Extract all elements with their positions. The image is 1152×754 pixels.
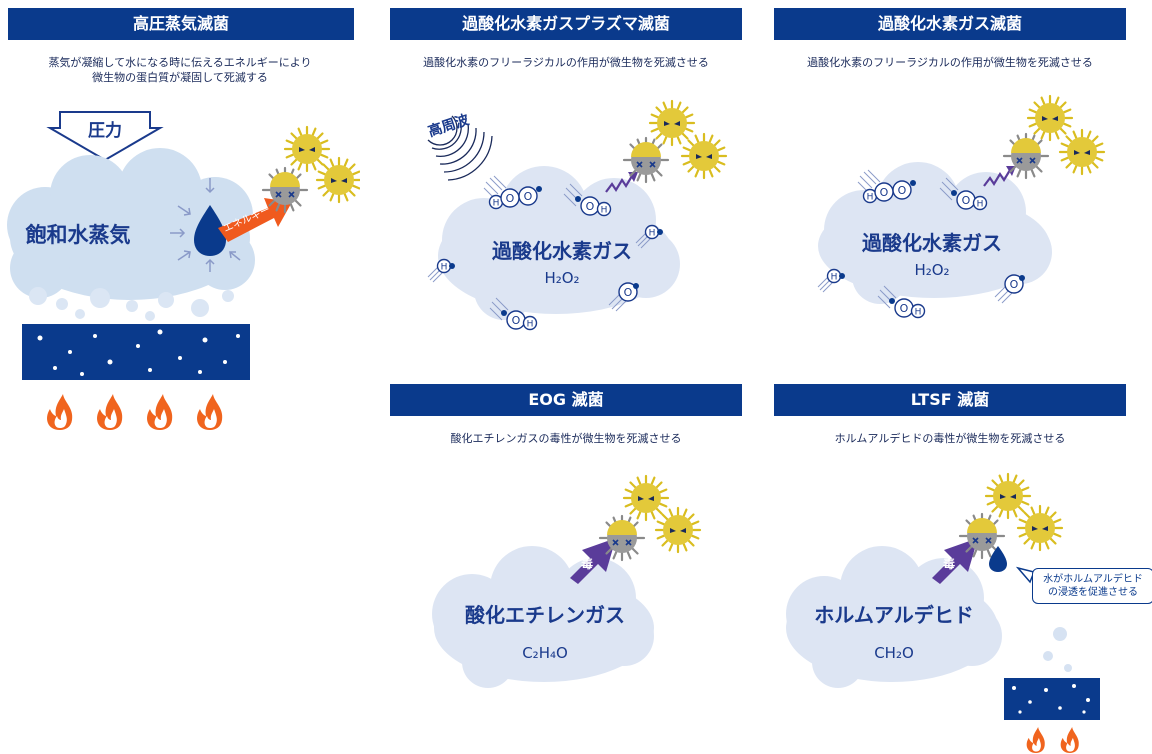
panel-eog-sterilization: EOG 滅菌 酸化エチレンガスの毒性が微生物を死滅させる 酸化エチレンガス C₂… xyxy=(384,380,768,754)
panel-title: 過酸化水素ガスプラズマ滅菌 xyxy=(390,8,742,40)
formula: H₂O₂ xyxy=(544,269,579,287)
arrow-label: 毒 xyxy=(943,556,955,571)
panel-title: 過酸化水素ガス滅菌 xyxy=(774,8,1126,40)
water-drop-icon xyxy=(989,546,1007,572)
panel-title: 高圧蒸気滅菌 xyxy=(8,8,354,40)
h2o2-diagram: 過酸化水素ガス H₂O₂ xyxy=(817,94,1106,319)
water-drop-icon xyxy=(194,205,226,256)
condensation-arrows xyxy=(170,178,241,272)
pressure-label: 圧力 xyxy=(88,120,122,141)
panel-title: EOG 滅菌 xyxy=(390,384,742,416)
formula: C₂H₄O xyxy=(522,644,568,662)
radical-attack-line xyxy=(983,169,1011,187)
ltsf-diagram: ホルムアルデヒド CH₂O 毒 xyxy=(786,472,1100,753)
panel-description: ホルムアルデヒドの毒性が微生物を死滅させる xyxy=(834,432,1066,445)
cloud-label: 過酸化水素ガス xyxy=(862,231,1002,255)
gas-cloud xyxy=(438,166,680,320)
formula: CH₂O xyxy=(874,644,914,662)
steam-diagram: 圧力 飽和水蒸気 エネルギー xyxy=(7,111,360,430)
arrow-label: 毒 xyxy=(581,556,593,571)
wave-label: 高周波 xyxy=(426,111,472,140)
cloud-label: 酸化エチレンガス xyxy=(465,603,625,627)
cloud-label: ホルムアルデヒド xyxy=(814,603,973,627)
panel-description: 蒸気が凝縮して水になる時に伝えるエネルギーにより 微生物の蛋白質が凝固して死滅す… xyxy=(0,55,360,85)
eog-diagram: 酸化エチレンガス C₂H₄O 毒 xyxy=(432,474,702,688)
radio-wave-icon xyxy=(427,115,493,181)
water-bubbles xyxy=(37,329,240,376)
note-line: 水がホルムアルデヒド xyxy=(1043,574,1143,585)
steam-bubbles xyxy=(29,287,234,321)
note-line: の浸透を促進させる xyxy=(1048,587,1138,598)
panel-description: 酸化エチレンガスの毒性が微生物を死滅させる xyxy=(450,432,682,445)
cloud-label: 飽和水蒸気 xyxy=(25,223,131,247)
description-line: 微生物の蛋白質が凝固して死滅する xyxy=(92,71,268,84)
formula: H₂O₂ xyxy=(914,261,949,279)
panel-description: 過酸化水素のフリーラジカルの作用が微生物を死滅させる xyxy=(807,56,1093,69)
rising-bubbles xyxy=(1043,627,1072,672)
water-block xyxy=(22,324,250,380)
gas-cloud xyxy=(786,546,1002,688)
panel-ltsf-sterilization: LTSF 滅菌 ホルムアルデヒドの毒性が微生物を死滅させる ホルムアルデヒド C… xyxy=(768,380,1152,754)
panel-description: 過酸化水素のフリーラジカルの作用が微生物を死滅させる xyxy=(423,56,709,69)
toxicity-arrow xyxy=(570,538,616,584)
panel-h2o2-sterilization: 過酸化水素ガス滅菌 過酸化水素のフリーラジカルの作用が微生物を死滅させる 過酸化… xyxy=(768,0,1152,380)
plasma-diagram: 高周波 過酸化水素ガス H₂O₂ xyxy=(426,99,728,331)
cloud-label: 過酸化水素ガス xyxy=(492,239,632,263)
energy-arrow xyxy=(218,198,292,242)
description-line: 蒸気が凝縮して水になる時に伝えるエネルギーにより xyxy=(48,56,312,69)
water-bubbles xyxy=(1012,684,1090,714)
callout-note: 水がホルムアルデヒド の浸透を促進させる xyxy=(1032,568,1152,604)
panel-title: LTSF 滅菌 xyxy=(774,384,1126,416)
panel-plasma-sterilization: 過酸化水素ガスプラズマ滅菌 過酸化水素のフリーラジカルの作用が微生物を死滅させる… xyxy=(384,0,768,380)
toxicity-arrow xyxy=(932,538,978,584)
radical-attack-line xyxy=(605,175,633,193)
water-block xyxy=(1004,678,1100,720)
pressure-arrow xyxy=(46,111,164,162)
panel-steam-sterilization: 高圧蒸気滅菌 蒸気が凝縮して水になる時に伝えるエネルギーにより 微生物の蛋白質が… xyxy=(0,0,360,754)
